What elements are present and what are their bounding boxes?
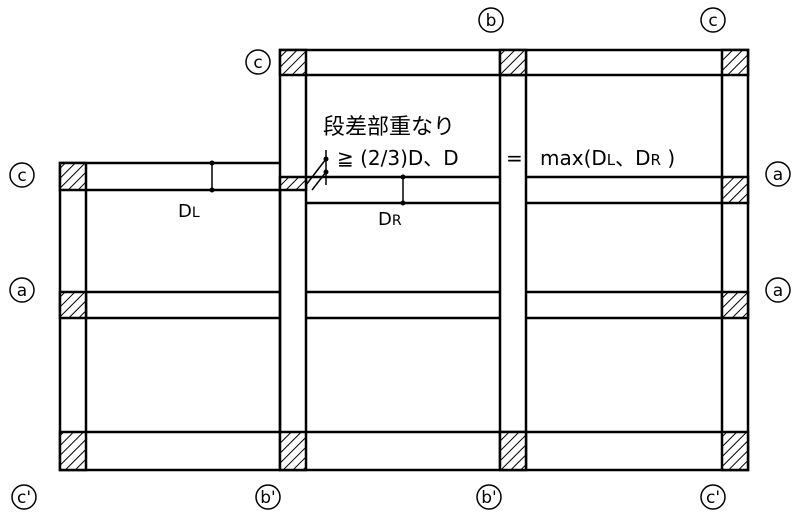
column-hatch <box>278 430 308 472</box>
marker-a: a <box>765 277 791 303</box>
dr-label: D <box>378 209 392 230</box>
overlap-title: 段差部重なり <box>323 115 455 140</box>
svg-text:c: c <box>708 11 717 31</box>
hatched-columns <box>58 48 750 472</box>
column-hatch <box>58 430 88 472</box>
marker-b: b <box>478 7 504 33</box>
svg-text:c': c' <box>17 488 31 508</box>
column-hatch <box>720 430 750 472</box>
column-hatch <box>278 48 308 77</box>
svg-text:c: c <box>253 53 262 73</box>
formula-equals: = <box>506 146 523 170</box>
marker-c: c <box>9 162 35 188</box>
marker-a: a <box>765 161 791 187</box>
column-hatch <box>278 175 308 192</box>
svg-text:a: a <box>773 281 783 301</box>
dimension-dl: DL <box>178 160 215 222</box>
dimension-dr: DR <box>378 174 406 230</box>
marker-c-prime: c' <box>11 484 37 510</box>
svg-text:a: a <box>773 165 783 185</box>
marker-c: c <box>700 7 726 33</box>
left-building <box>58 161 280 472</box>
right-building <box>278 48 750 472</box>
column-hatch <box>58 290 88 320</box>
dl-subscript: L <box>192 205 200 221</box>
svg-text:a: a <box>17 281 27 301</box>
marker-c: c <box>245 49 271 75</box>
marker-b-prime: b' <box>476 484 502 510</box>
dr-subscript: R <box>392 213 402 229</box>
overlap-formula-right: max(DL、DR ) <box>540 146 675 170</box>
dl-label: D <box>178 201 192 222</box>
marker-a: a <box>9 277 35 303</box>
svg-text:c': c' <box>706 488 720 508</box>
overlap-formula-left: ≧ (2/3)D、D <box>337 146 459 170</box>
marker-c-prime: c' <box>700 484 726 510</box>
grid-markers: c b c c a a a c' b' b' c' <box>9 7 791 510</box>
column-hatch <box>498 48 528 77</box>
svg-text:c: c <box>17 166 26 186</box>
svg-text:b': b' <box>260 488 275 508</box>
column-hatch <box>58 161 88 192</box>
column-hatch <box>720 175 750 205</box>
marker-b-prime: b' <box>255 484 281 510</box>
svg-text:b': b' <box>481 488 496 508</box>
svg-text:b: b <box>486 11 497 31</box>
overlap-leader <box>305 150 329 191</box>
column-hatch <box>720 290 750 320</box>
svg-text:DR: DR <box>378 209 402 230</box>
svg-text:DL: DL <box>178 201 200 222</box>
column-hatch <box>720 48 750 77</box>
column-hatch <box>498 430 528 472</box>
